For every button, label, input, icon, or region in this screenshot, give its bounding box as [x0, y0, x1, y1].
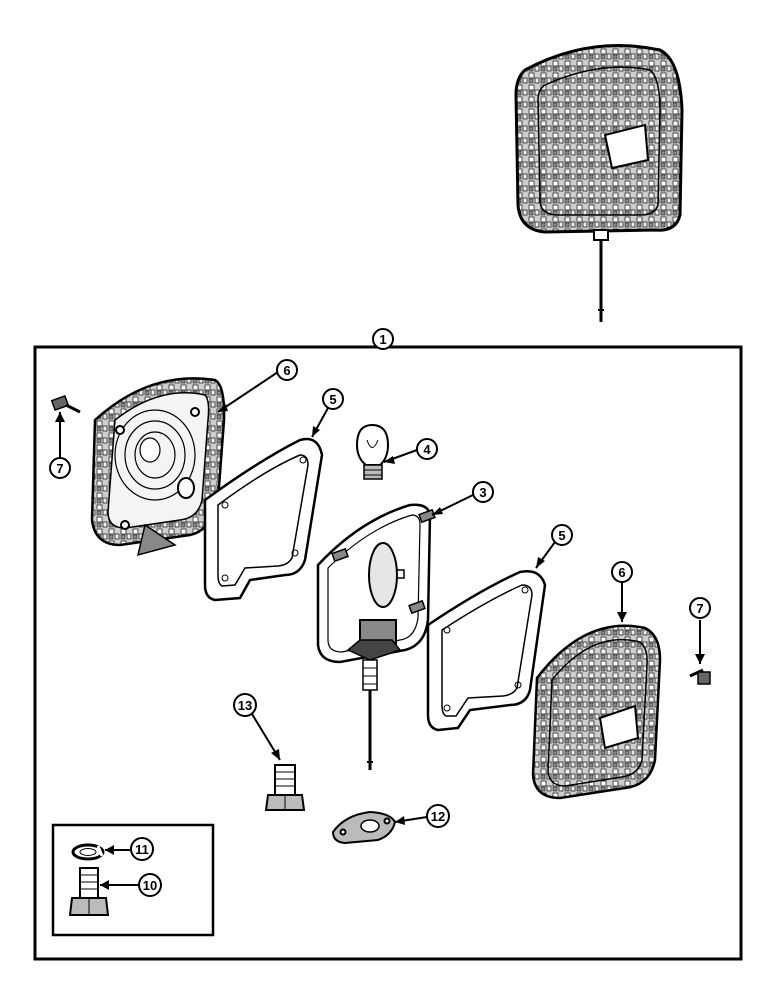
bolt-13: [264, 764, 306, 811]
inset-box: [51, 823, 215, 937]
svg-text:11: 11: [135, 842, 149, 857]
svg-text:5: 5: [558, 528, 565, 543]
callout-7-left: 7: [49, 412, 71, 479]
svg-text:7: 7: [56, 461, 63, 476]
gasket-right: [426, 570, 547, 732]
screw-right: [689, 668, 711, 685]
svg-text:7: 7: [696, 601, 703, 616]
callout-12: 12: [394, 804, 450, 828]
callout-7-right: 7: [689, 597, 711, 664]
svg-text:1: 1: [379, 332, 386, 347]
assembled-lamp: [514, 44, 684, 322]
callout-10: 10: [100, 873, 162, 897]
callout-13: 13: [233, 693, 281, 761]
bolt-10: [68, 867, 110, 916]
svg-text:6: 6: [618, 565, 625, 580]
svg-text:12: 12: [431, 809, 445, 824]
callout-1: 1: [372, 328, 394, 350]
svg-text:6: 6: [283, 363, 290, 378]
svg-text:5: 5: [329, 392, 336, 407]
svg-text:3: 3: [479, 485, 486, 500]
callout-6-left: 6: [217, 359, 298, 413]
gasket-left: [203, 437, 324, 602]
lamp-lens-right: [531, 624, 662, 800]
svg-text:13: 13: [238, 698, 252, 713]
svg-text:4: 4: [423, 442, 431, 457]
screw-left: [50, 394, 81, 414]
lock-washer-11: [71, 843, 105, 861]
lamp-housing-left: [90, 377, 226, 557]
callout-4: 4: [383, 438, 438, 464]
callout-5-right: 5: [535, 524, 573, 569]
callout-11: 11: [105, 837, 154, 861]
bulb: [355, 423, 390, 480]
gasket-plate-12: [331, 810, 397, 845]
callout-3: 3: [431, 481, 494, 516]
svg-text:10: 10: [143, 878, 157, 893]
callout-6-right: 6: [611, 561, 633, 622]
callout-5-left: 5: [311, 388, 344, 438]
reflector-plate: [316, 503, 436, 770]
